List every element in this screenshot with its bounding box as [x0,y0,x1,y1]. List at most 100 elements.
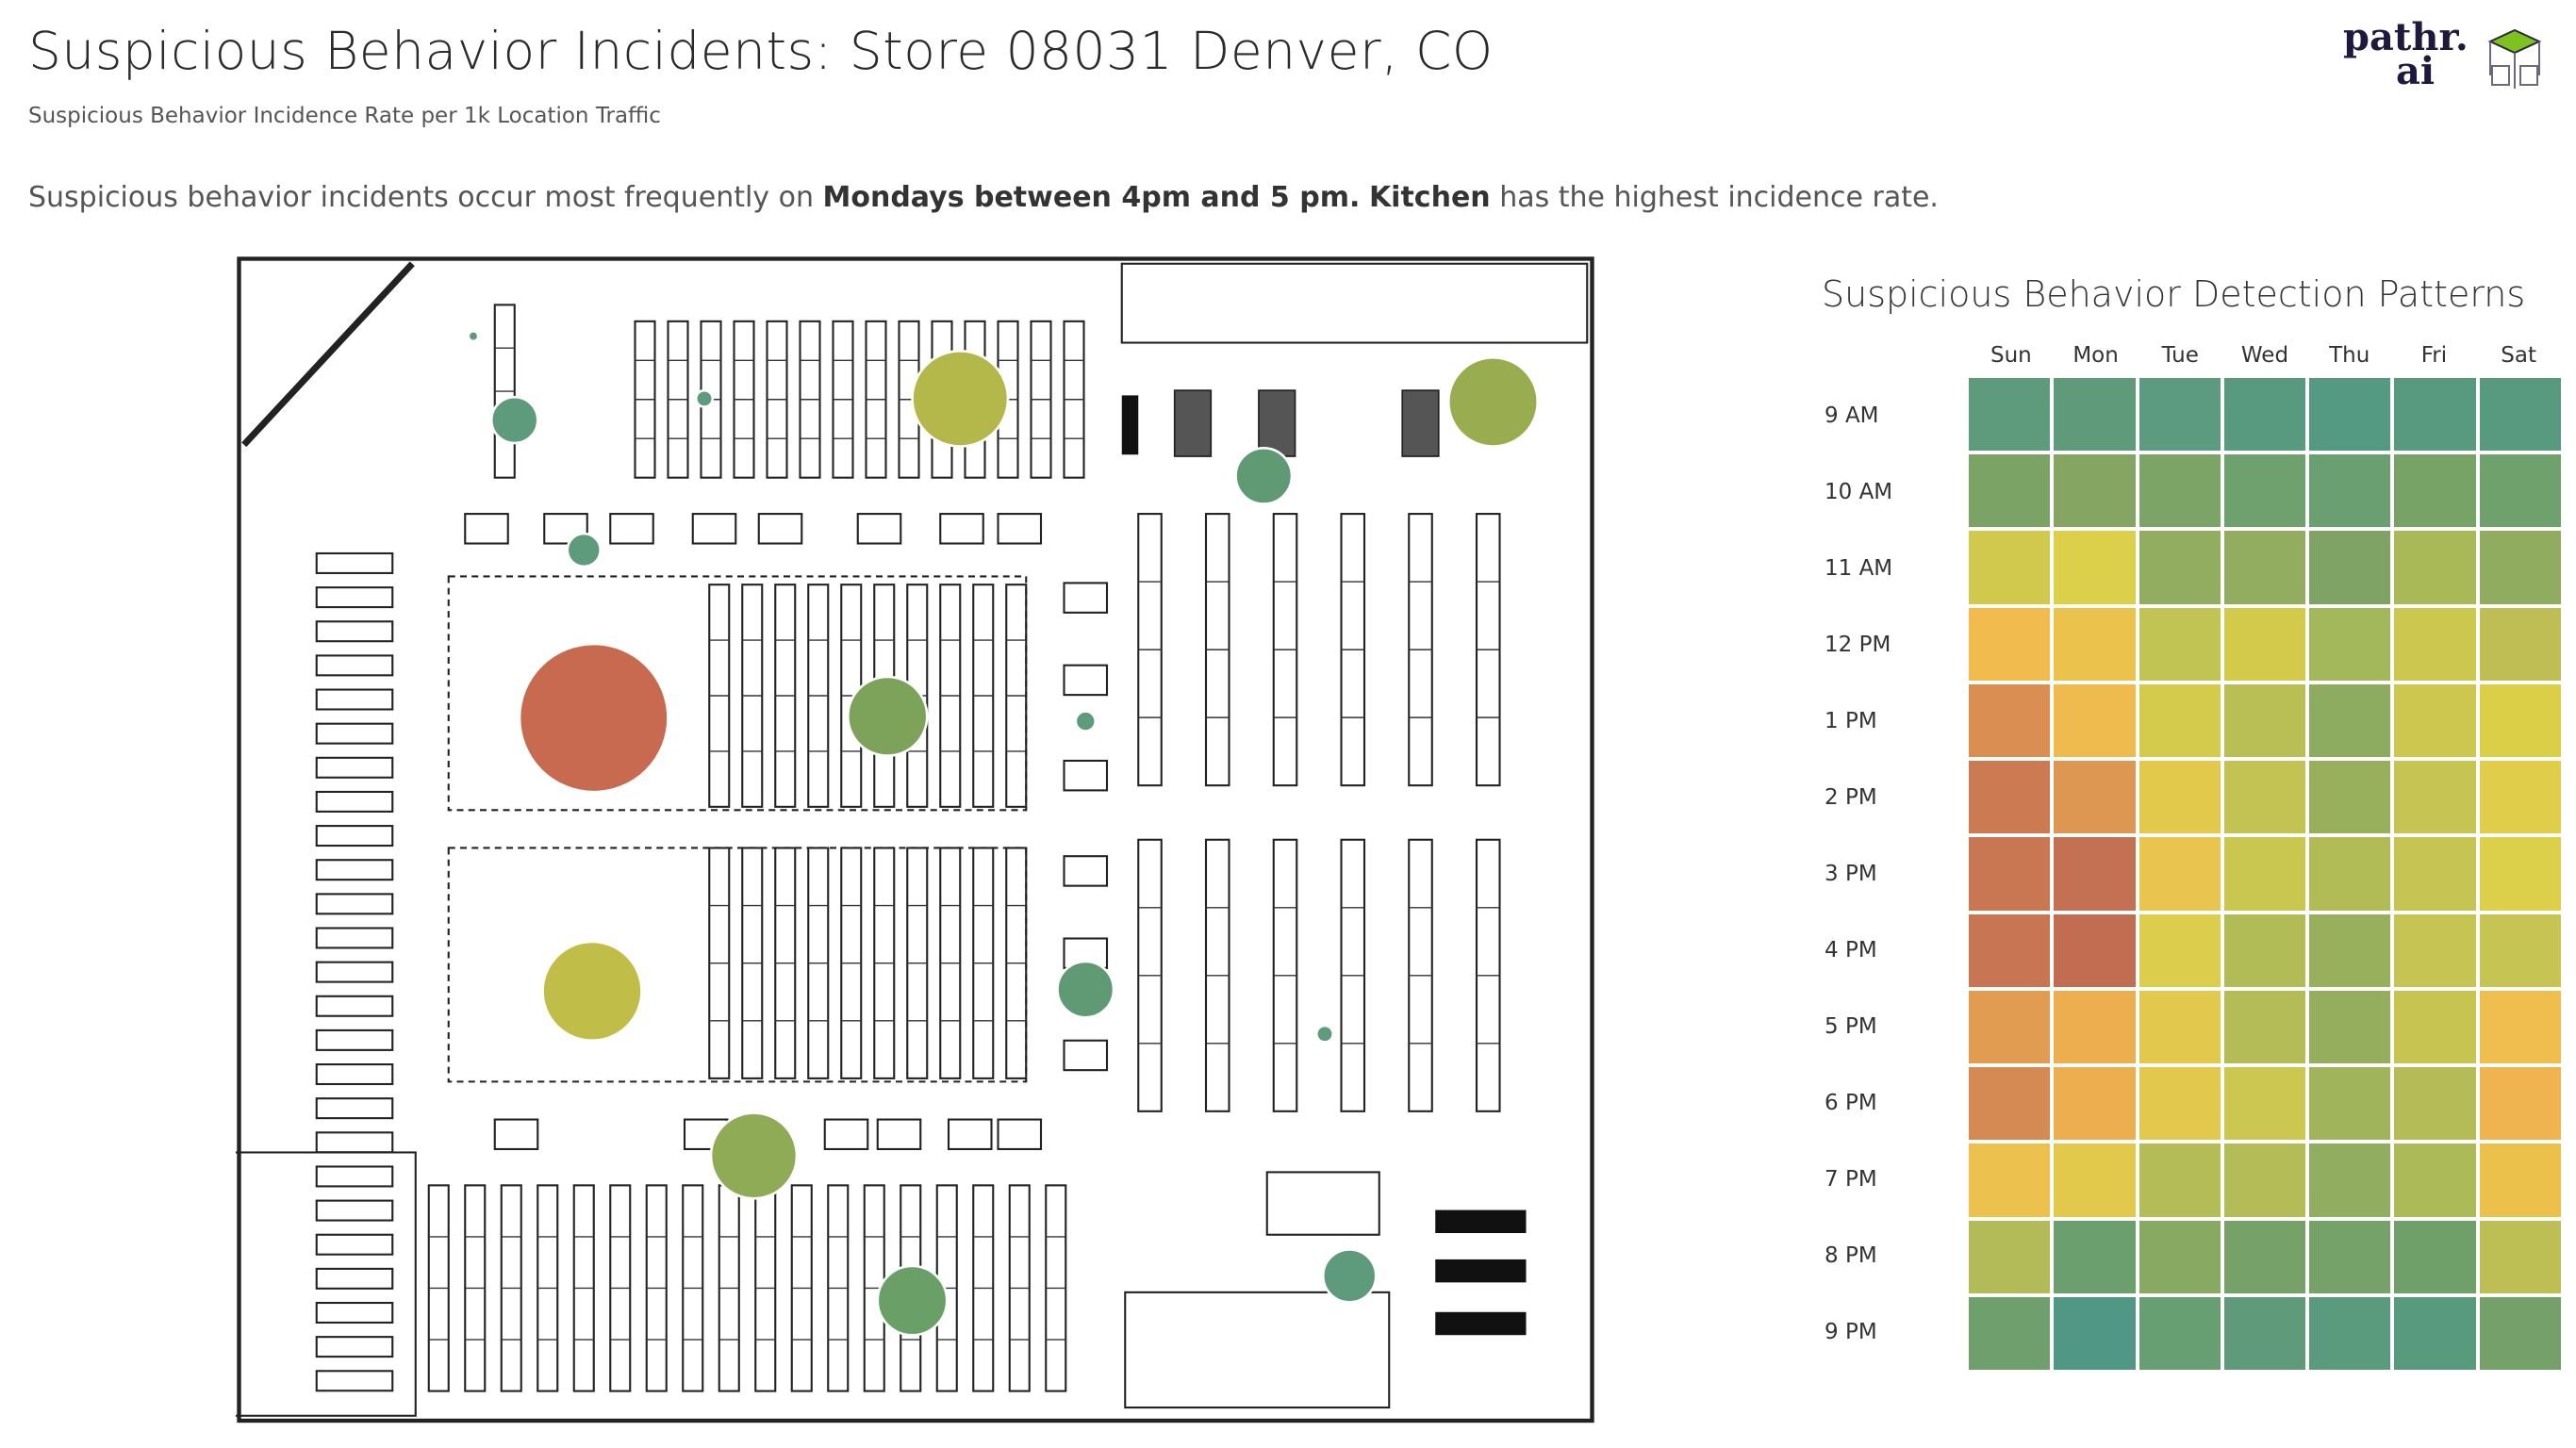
heatmap-cell[interactable] [2054,454,2136,528]
heatmap-cell[interactable] [1969,454,2051,528]
heatmap-cell[interactable] [2054,378,2136,452]
heatmap-cell[interactable] [2394,1296,2476,1370]
incident-bubble[interactable] [846,675,929,758]
incident-bubble[interactable] [709,1111,799,1200]
incident-bubble[interactable] [1234,446,1294,505]
heatmap-cell[interactable] [2309,837,2391,911]
heatmap-cell[interactable] [2138,913,2221,987]
heatmap-cell[interactable] [2479,1144,2561,1217]
heatmap-cell[interactable] [2479,378,2561,452]
heatmap-cell[interactable] [2223,761,2306,834]
heatmap-cell[interactable] [2479,607,2561,681]
heatmap-cell[interactable] [1969,761,2051,834]
heatmap-cell[interactable] [1969,913,2051,987]
incident-bubble[interactable] [566,532,603,568]
heatmap-cell[interactable] [2054,1144,2136,1217]
incident-bubble[interactable] [911,349,1010,448]
heatmap-cell[interactable] [2309,1144,2391,1217]
heatmap-cell[interactable] [2054,761,2136,834]
incident-bubble[interactable] [1321,1248,1378,1304]
heatmap-cell[interactable] [1969,531,2051,604]
heatmap-cell[interactable] [2394,378,2476,452]
heatmap-cell[interactable] [2309,1296,2391,1370]
heatmap-cell[interactable] [2309,1220,2391,1293]
heatmap-cell[interactable] [2223,454,2306,528]
heatmap-cell[interactable] [2394,761,2476,834]
incident-bubble[interactable] [467,329,480,343]
heatmap-cell[interactable] [2309,761,2391,834]
heatmap-cell[interactable] [2138,837,2221,911]
heatmap-cell[interactable] [2054,1296,2136,1370]
heatmap-cell[interactable] [2054,913,2136,987]
heatmap-cell[interactable] [2223,531,2306,604]
heatmap-cell[interactable] [2138,1220,2221,1293]
heatmap-cell[interactable] [2138,1067,2221,1141]
heatmap-cell[interactable] [2479,531,2561,604]
heatmap-cell[interactable] [2479,837,2561,911]
heatmap-cell[interactable] [2479,761,2561,834]
incident-bubble[interactable] [694,388,715,408]
incident-bubble[interactable] [1314,1024,1335,1044]
heatmap-cell[interactable] [2394,1067,2476,1141]
heatmap-cell[interactable] [2223,1220,2306,1293]
heatmap-cell[interactable] [2223,1067,2306,1141]
heatmap-cell[interactable] [2223,1296,2306,1370]
heatmap-cell[interactable] [2054,1220,2136,1293]
heatmap-cell[interactable] [2054,1067,2136,1141]
heatmap-cell[interactable] [1969,837,2051,911]
heatmap-cell[interactable] [2138,683,2221,758]
heatmap-cell[interactable] [2054,607,2136,681]
heatmap-cell[interactable] [2138,1296,2221,1370]
heatmap-cell[interactable] [2394,683,2476,758]
heatmap-cell[interactable] [2054,837,2136,911]
heatmap-cell[interactable] [2309,990,2391,1064]
heatmap-cell[interactable] [2479,454,2561,528]
heatmap-cell[interactable] [1969,683,2051,758]
heatmap-cell[interactable] [1969,990,2051,1064]
incident-bubble[interactable] [489,395,539,445]
heatmap-cell[interactable] [2138,1144,2221,1217]
incident-bubble[interactable] [518,642,669,794]
heatmap-cell[interactable] [2394,454,2476,528]
heatmap-cell[interactable] [2479,683,2561,758]
heatmap-cell[interactable] [2223,1144,2306,1217]
heatmap-cell[interactable] [2223,837,2306,911]
incident-bubble[interactable] [876,1264,949,1337]
heatmap-cell[interactable] [2054,531,2136,604]
heatmap-cell[interactable] [2479,1296,2561,1370]
heatmap-cell[interactable] [1969,1144,2051,1217]
heatmap-cell[interactable] [2223,683,2306,758]
heatmap-cell[interactable] [2309,913,2391,987]
incident-bubble[interactable] [1074,710,1098,732]
heatmap-cell[interactable] [2394,913,2476,987]
incident-bubble[interactable] [1446,355,1540,448]
heatmap-cell[interactable] [1969,607,2051,681]
incident-bubble[interactable] [1056,960,1115,1019]
heatmap-cell[interactable] [2138,454,2221,528]
heatmap-cell[interactable] [1969,1296,2051,1370]
heatmap-cell[interactable] [2138,607,2221,681]
heatmap-cell[interactable] [2309,454,2391,528]
heatmap-cell[interactable] [2309,607,2391,681]
heatmap-cell[interactable] [2309,378,2391,452]
heatmap-cell[interactable] [2309,1067,2391,1141]
heatmap-cell[interactable] [2394,837,2476,911]
heatmap-cell[interactable] [2394,607,2476,681]
heatmap-cell[interactable] [2479,1067,2561,1141]
heatmap-cell[interactable] [2054,683,2136,758]
heatmap-cell[interactable] [1969,378,2051,452]
heatmap-cell[interactable] [2138,378,2221,452]
heatmap-cell[interactable] [2394,990,2476,1064]
heatmap-cell[interactable] [2479,913,2561,987]
heatmap-cell[interactable] [2394,1144,2476,1217]
incident-bubble[interactable] [541,940,643,1043]
heatmap-cell[interactable] [2223,378,2306,452]
heatmap-cell[interactable] [2223,913,2306,987]
heatmap-cell[interactable] [2138,761,2221,834]
heatmap-cell[interactable] [1969,1220,2051,1293]
heatmap-cell[interactable] [1969,1067,2051,1141]
heatmap-cell[interactable] [2394,1220,2476,1293]
heatmap-cell[interactable] [2479,990,2561,1064]
heatmap-cell[interactable] [2309,683,2391,758]
heatmap-cell[interactable] [2223,990,2306,1064]
